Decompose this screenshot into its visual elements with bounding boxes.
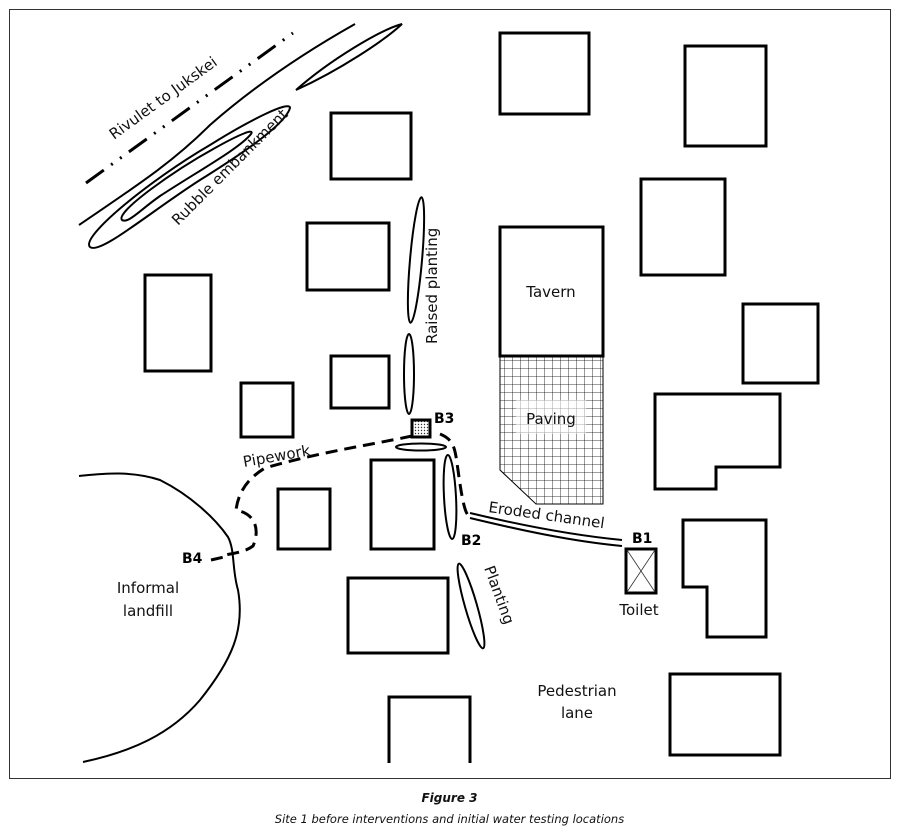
building <box>369 458 436 551</box>
figure-title: Figure 3 <box>421 791 478 805</box>
embankment-outer-mound <box>88 105 292 249</box>
building <box>143 273 213 373</box>
pipework-line-east <box>439 432 470 517</box>
building <box>329 354 391 410</box>
figure-frame <box>9 9 891 779</box>
b3-label: B3 <box>434 411 454 427</box>
toilet-label: Toilet <box>618 601 658 619</box>
building <box>498 31 591 116</box>
building <box>276 487 332 551</box>
raised-planting-label: Raised planting <box>423 228 441 344</box>
tavern-building <box>498 225 605 358</box>
building <box>305 221 391 292</box>
building-l-shaped <box>653 392 782 491</box>
raised-planting-bed <box>403 333 415 415</box>
eroded-channel-line <box>469 517 623 547</box>
planting-bed <box>456 562 486 650</box>
building-partial <box>387 695 472 763</box>
toilet-cross-icon <box>626 549 656 593</box>
rivulet-line <box>85 31 294 185</box>
building <box>668 672 782 757</box>
pipework-label: Pipework <box>242 441 312 471</box>
site-map: Rivulet to Jukskei Rubble embankment Pav… <box>78 23 820 763</box>
b1-label: B1 <box>632 531 652 547</box>
b2-label: B2 <box>461 533 481 549</box>
eroded-channel-line <box>469 512 623 541</box>
paving-label: Paving <box>526 410 576 428</box>
rivulet-label: Rivulet to Jukskei <box>106 53 221 143</box>
landfill-label-line1: Informal <box>117 579 179 597</box>
planting-bed <box>442 454 458 540</box>
landfill-label-line2: landfill <box>123 602 173 620</box>
building <box>683 44 768 148</box>
landfill-boundary <box>78 472 241 763</box>
building <box>346 576 450 655</box>
embankment-outer-line <box>78 23 356 226</box>
b3-sampling-point <box>410 418 432 439</box>
raised-planting-bed <box>406 196 426 324</box>
planting-label: Planting <box>480 563 518 626</box>
embankment-label: Rubble embankment <box>168 105 291 228</box>
pedestrian-lane-label-line1: Pedestrian <box>537 682 616 700</box>
building-l-shaped <box>681 518 768 639</box>
figure-caption: Site 1 before interventions and initial … <box>274 812 625 826</box>
building <box>639 177 727 277</box>
building <box>329 111 413 181</box>
embankment-inner-mound <box>120 130 253 222</box>
tavern-label: Tavern <box>525 283 575 301</box>
b4-label: B4 <box>182 551 203 567</box>
pipework-line <box>210 434 413 562</box>
pedestrian-lane-label-line2: lane <box>561 704 593 722</box>
paving-label-bg <box>516 400 586 434</box>
embankment-upper-mound <box>295 23 403 91</box>
planting-bed <box>395 442 447 452</box>
building <box>741 302 820 385</box>
building <box>239 381 295 439</box>
